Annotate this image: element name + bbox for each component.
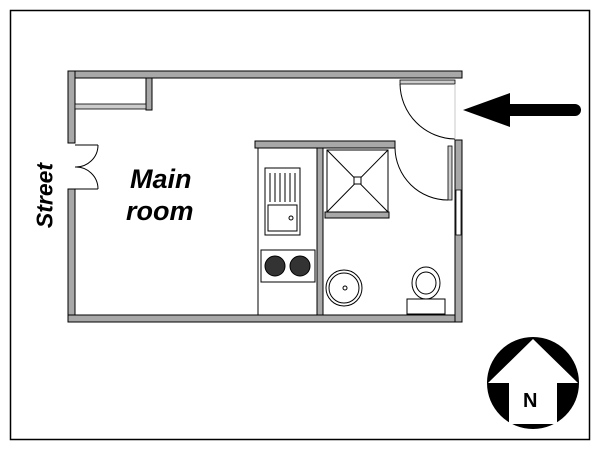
toilet [406, 266, 446, 315]
compass-label: N [523, 390, 538, 412]
closet [74, 77, 153, 111]
room-label-main: Main [130, 164, 192, 194]
room-label-room: room [126, 196, 194, 226]
exterior-walls [67, 70, 463, 323]
bathroom-walls [254, 140, 453, 316]
window [455, 189, 462, 236]
bathroom-sink [325, 269, 363, 307]
kitchen-counter [257, 148, 316, 315]
entrance-arrow-icon [463, 93, 581, 127]
street-double-door [74, 144, 99, 190]
north-compass-icon [487, 337, 579, 429]
street-label: Street [31, 162, 58, 229]
cooktop [260, 249, 316, 283]
shower [324, 149, 390, 219]
kitchen-sink [264, 167, 301, 236]
entry-door [399, 79, 456, 140]
